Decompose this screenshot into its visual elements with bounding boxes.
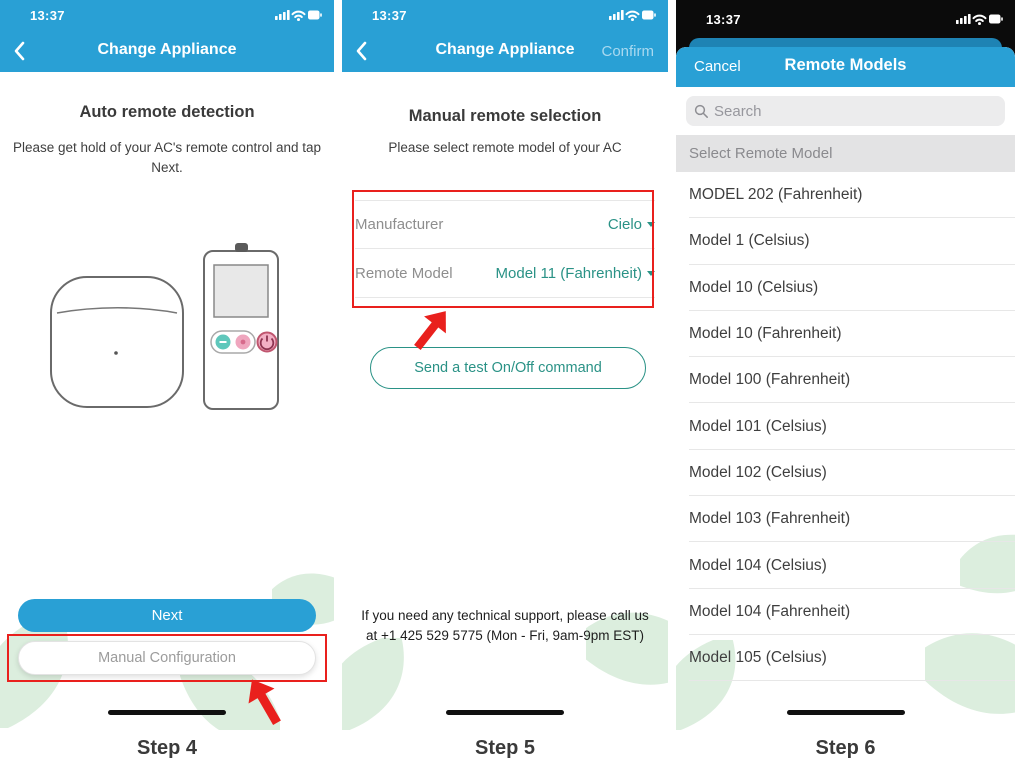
search-field[interactable] xyxy=(686,96,1005,126)
nav-bar: Change Appliance Confirm xyxy=(342,30,668,72)
home-indicator[interactable] xyxy=(786,710,905,715)
status-bar: 13:37 xyxy=(0,0,334,30)
manufacturer-dropdown[interactable]: Manufacturer Cielo xyxy=(355,200,655,249)
highlight-box xyxy=(352,190,654,308)
next-button[interactable]: Next xyxy=(18,599,316,632)
status-time: 13:37 xyxy=(372,8,407,23)
list-item[interactable]: Model 10 (Fahrenheit) xyxy=(676,311,1015,358)
page-title: Change Appliance xyxy=(97,41,237,58)
sheet-header: Cancel Remote Models xyxy=(676,47,1015,87)
leaf-decoration xyxy=(342,638,412,730)
caret-down-icon xyxy=(647,222,655,227)
instruction-text: Please select remote model of your AC xyxy=(388,140,622,155)
list-item[interactable]: Model 105 (Celsius) xyxy=(676,635,1015,682)
list-item[interactable]: Model 103 (Fahrenheit) xyxy=(676,496,1015,543)
remote-selection-form: Manufacturer Cielo Remote Model Model 11… xyxy=(342,200,668,298)
instruction-text: Please get hold of your AC's remote cont… xyxy=(12,140,321,175)
list-item[interactable]: MODEL 202 (Fahrenheit) xyxy=(676,172,1015,219)
manufacturer-label: Manufacturer xyxy=(355,216,444,233)
hub-and-remote-illustration xyxy=(50,243,279,410)
step-label: Step 4 xyxy=(136,737,198,759)
remote-model-dropdown[interactable]: Remote Model Model 11 (Fahrenheit) xyxy=(355,249,655,298)
remote-model-label: Remote Model xyxy=(355,264,453,282)
list-item[interactable]: Model 10 (Celsius) xyxy=(676,265,1015,312)
status-icons xyxy=(275,9,322,21)
support-text: If you need any technical support, pleas… xyxy=(361,608,649,643)
search-icon xyxy=(694,104,708,118)
section-heading: Auto remote detection xyxy=(79,103,255,121)
nav-bar: Change Appliance xyxy=(0,30,334,72)
list-item[interactable]: Model 101 (Celsius) xyxy=(676,403,1015,451)
phone-screen-step5: 13:37 Change Appliance Confirm Manual re… xyxy=(342,0,668,730)
list-item[interactable]: Model 102 (Celsius) xyxy=(676,450,1015,497)
phone-screen-step4: 13:37 Change Appliance Auto remote detec… xyxy=(0,0,334,730)
manufacturer-value: Cielo xyxy=(608,216,655,233)
search-input[interactable] xyxy=(714,102,963,120)
home-indicator[interactable] xyxy=(108,710,226,715)
home-indicator[interactable] xyxy=(446,710,564,715)
confirm-button[interactable]: Confirm xyxy=(601,43,654,60)
list-item[interactable]: Model 104 (Fahrenheit) xyxy=(676,589,1015,636)
status-icons xyxy=(956,13,1003,25)
sheet-title: Remote Models xyxy=(784,56,907,74)
list-item[interactable]: Model 100 (Fahrenheit) xyxy=(676,357,1015,404)
status-icons xyxy=(609,9,656,21)
search-area xyxy=(676,87,1015,135)
step-label: Step 5 xyxy=(474,737,536,759)
phone-screen-step6: 13:37 Cancel Remote Models Select Remote… xyxy=(676,0,1015,730)
step5-panel: 13:37 Change Appliance Confirm Manual re… xyxy=(342,0,668,768)
caret-down-icon xyxy=(647,270,655,276)
page-title: Change Appliance xyxy=(435,41,575,58)
status-time: 13:37 xyxy=(706,12,741,27)
back-chevron-icon[interactable] xyxy=(355,41,367,61)
step6-panel: 13:37 Cancel Remote Models Select Remote… xyxy=(676,0,1015,768)
step-label: Step 6 xyxy=(815,737,876,759)
list-item[interactable]: Model 104 (Celsius) xyxy=(676,542,1015,589)
status-time: 13:37 xyxy=(30,8,65,23)
section-heading: Manual remote selection xyxy=(408,107,602,125)
section-header: Select Remote Model xyxy=(676,135,1015,172)
status-bar: 13:37 xyxy=(676,0,1015,38)
step4-panel: 13:37 Change Appliance Auto remote detec… xyxy=(0,0,334,768)
cancel-button[interactable]: Cancel xyxy=(694,58,741,75)
highlight-box xyxy=(7,634,327,682)
send-test-command-button[interactable]: Send a test On/Off command xyxy=(370,347,646,389)
remote-models-sheet: Cancel Remote Models Select Remote Model… xyxy=(676,47,1015,730)
back-chevron-icon[interactable] xyxy=(13,41,25,61)
manual-configuration-button[interactable]: Manual Configuration xyxy=(18,641,316,675)
remote-model-list: MODEL 202 (Fahrenheit) Model 1 (Celsius)… xyxy=(676,172,1015,682)
list-item[interactable]: Model 1 (Celsius) xyxy=(676,218,1015,265)
status-bar: 13:37 xyxy=(342,0,668,30)
remote-model-value: Model 11 (Fahrenheit) xyxy=(496,265,655,282)
